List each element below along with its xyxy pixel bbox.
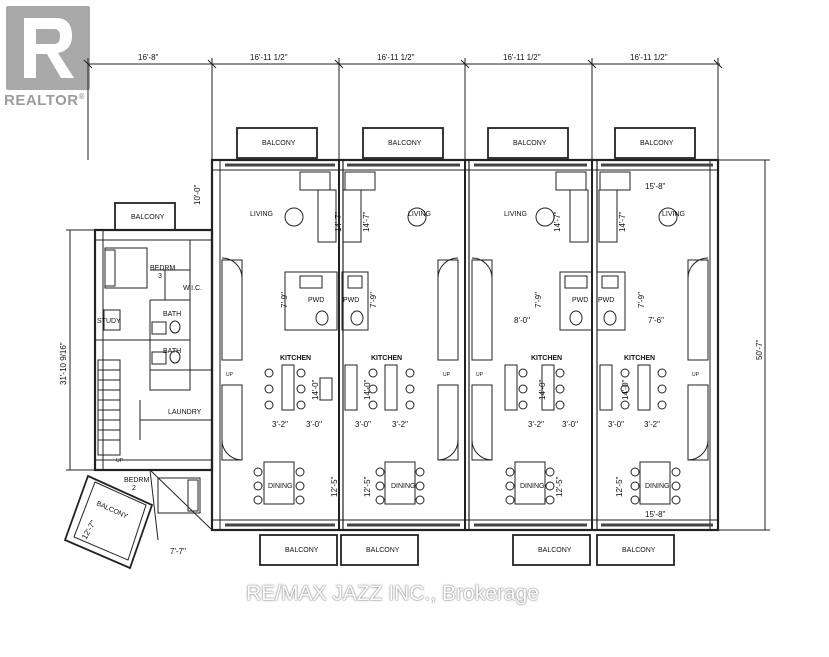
dim-u1-pwd: 7'-9": [280, 292, 289, 308]
label-balcony-bottom-1: BALCONY: [285, 547, 319, 554]
realtor-logo: REALTOR®: [4, 6, 96, 116]
label-bath-lower: BATH: [163, 348, 181, 355]
dim-u4-living: 14'-7": [618, 211, 627, 232]
dim-u4-dining: 12'-5": [615, 476, 624, 497]
dim-u1-living: 14'-7": [334, 211, 343, 232]
realtor-logo-text: REALTOR®: [4, 92, 85, 109]
label-kitchen-4: KITCHEN: [624, 355, 655, 362]
dim-u3-pwd: 7'-9": [534, 292, 543, 308]
dim-u2-kitchen: 14'-0": [363, 379, 372, 400]
dim-top-unit-4: 16'-11 1/2": [630, 53, 668, 62]
label-pwd-3: PWD: [572, 297, 588, 304]
label-living-4: LIVING: [662, 211, 685, 218]
dim-u1-dining: 12'-5": [330, 476, 339, 497]
dim-u4-pwd: 7'-9": [637, 292, 646, 308]
label-kitchen-3: KITCHEN: [531, 355, 562, 362]
realtor-logo-word: REALTOR: [4, 92, 79, 109]
dim-top-unit-1: 16'-11 1/2": [250, 53, 288, 62]
label-laundry: LAUNDRY: [168, 409, 202, 416]
label-stair-up-u1: UP: [226, 372, 234, 378]
label-pwd-4: PWD: [598, 297, 614, 304]
label-dining-3: DINING: [520, 483, 545, 490]
label-bedroom-3-number: 3: [158, 273, 162, 280]
label-stair-up-u4: UP: [692, 372, 700, 378]
dim-u4-island-b: 3'-2": [644, 420, 660, 429]
label-stair-up-u3: UP: [476, 372, 484, 378]
dim-u2-island-b: 3'-2": [392, 420, 408, 429]
brokerage-watermark: RE/MAX JAZZ INC., Brokerage: [246, 582, 539, 605]
label-balcony-top-4: BALCONY: [640, 140, 674, 147]
room-labels: BALCONY BALCONY BALCONY BALCONY BALCONY …: [95, 140, 699, 554]
realtor-r-icon: [24, 18, 74, 78]
dim-u4-kitchen: 14'-0": [621, 379, 630, 400]
label-bedroom-2-title: BEDRM: [124, 477, 149, 484]
label-pwd-1: PWD: [308, 297, 324, 304]
dim-u1-kitchen: 14'-0": [311, 379, 320, 400]
dim-u3-living: 14'-7": [553, 211, 562, 232]
label-stair-up-u2: UP: [443, 372, 451, 378]
label-living-3: LIVING: [504, 211, 527, 218]
dim-top-unit-3: 16'-11 1/2": [503, 53, 541, 62]
dim-u3-kitchen: 14'-0": [538, 379, 547, 400]
dimension-labels: 16'-8" 16'-11 1/2" 16'-11 1/2" 16'-11 1/…: [59, 53, 764, 556]
dim-u4-bottom-width: 15'-8": [645, 510, 666, 519]
dim-top-unit-2: 16'-11 1/2": [377, 53, 415, 62]
label-living-1: LIVING: [250, 211, 273, 218]
dim-living-depth: 10'-0": [193, 184, 202, 205]
label-balcony-bottom-3: BALCONY: [538, 547, 572, 554]
dim-u3-pwd-width: 8'-0": [514, 316, 530, 325]
label-bath-upper: BATH: [163, 311, 181, 318]
label-dining-1: DINING: [268, 483, 293, 490]
dim-u3-island-a: 3'-2": [528, 420, 544, 429]
label-bedroom-3-title: BEDRM: [150, 265, 175, 272]
realtor-logo-registered: ®: [78, 92, 86, 101]
label-balcony-bottom-4: BALCONY: [622, 547, 656, 554]
dim-u2-living: 14'-7": [362, 211, 371, 232]
dim-u3-dining: 12'-5": [555, 476, 564, 497]
label-living-2: LIVING: [408, 211, 431, 218]
label-bedroom-2-number: 2: [132, 485, 136, 492]
label-balcony-top-3: BALCONY: [513, 140, 547, 147]
label-balcony-left: BALCONY: [131, 214, 165, 221]
dim-u2-island-a: 3'-0": [355, 420, 371, 429]
label-balcony-bottom-2: BALCONY: [366, 547, 400, 554]
dim-u4-island-a: 3'-0": [608, 420, 624, 429]
dim-u1-island-a: 3'-2": [272, 420, 288, 429]
dim-u4-top-width: 15'-8": [645, 182, 666, 191]
dim-u2-dining: 12'-5": [363, 476, 372, 497]
label-kitchen-1: KITCHEN: [280, 355, 311, 362]
label-kitchen-2: KITCHEN: [371, 355, 402, 362]
label-dining-4: DINING: [645, 483, 670, 490]
dim-u4-pwd-width: 7'-6": [648, 316, 664, 325]
label-dining-2: DINING: [391, 483, 416, 490]
dim-left-depth: 31'-10 9/16": [59, 342, 68, 385]
dim-u2-pwd: 7'-9": [369, 292, 378, 308]
dim-u1-island-b: 3'-0": [306, 420, 322, 429]
label-balcony-bay: BALCONY: [95, 500, 129, 520]
label-wic: W.I.C.: [183, 285, 202, 292]
dim-top-end-unit: 16'-8": [138, 53, 159, 62]
dim-left-bottom: 7'-7": [170, 547, 186, 556]
dim-overall-depth: 50'-7": [755, 339, 764, 360]
label-stair-up-left: UP: [116, 458, 124, 464]
label-balcony-top-2: BALCONY: [388, 140, 422, 147]
label-pwd-2: PWD: [343, 297, 359, 304]
realtor-logo-mark: [6, 6, 90, 90]
dim-bay: 12'-7": [80, 519, 98, 541]
label-study: STUDY: [97, 318, 121, 325]
label-balcony-top-1: BALCONY: [262, 140, 296, 147]
dim-u3-island-b: 3'-0": [562, 420, 578, 429]
